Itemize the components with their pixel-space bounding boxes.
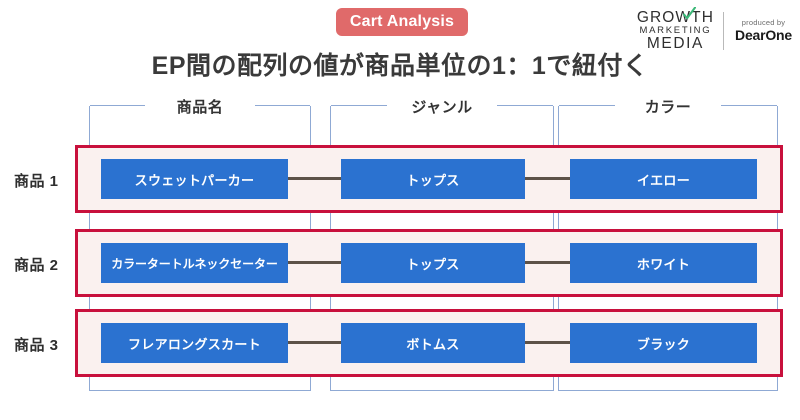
connector-row2-col1-col2 bbox=[283, 261, 346, 264]
cell-product-2-genre[interactable]: トップス bbox=[341, 243, 525, 283]
cell-product-3-name[interactable]: フレアロングスカート bbox=[101, 323, 288, 363]
connector-row3-col1-col2 bbox=[283, 341, 346, 344]
cell-product-3-color[interactable]: ブラック bbox=[570, 323, 757, 363]
logo-line-growth: GROWTH bbox=[636, 7, 715, 27]
row-label-product-1: 商品 1 bbox=[14, 173, 59, 190]
column-label-product-name: 商品名 bbox=[176, 99, 224, 116]
produced-by-label: produced by bbox=[741, 17, 786, 27]
row-label-product-3: 商品 3 bbox=[14, 337, 59, 354]
logo-block: GROWTH MARKETING MEDIA produced by DearO… bbox=[636, 7, 792, 54]
column-label-color: カラー bbox=[644, 99, 692, 116]
cell-product-2-color[interactable]: ホワイト bbox=[570, 243, 757, 283]
logo-line-growth-text: GROWTH bbox=[636, 9, 715, 27]
cell-product-1-name[interactable]: スウェットパーカー bbox=[101, 159, 288, 199]
column-label-genre: ジャンル bbox=[411, 99, 473, 116]
logo-line-media: MEDIA bbox=[646, 34, 704, 52]
page-title: EP間の配列の値が商品単位の1：1で紐付く bbox=[151, 52, 649, 80]
check-icon bbox=[682, 7, 696, 20]
connector-row1-col1-col2 bbox=[283, 177, 346, 180]
dearone-brand-label: DearOne bbox=[735, 26, 792, 43]
cell-product-2-name[interactable]: カラータートルネックセーター bbox=[101, 243, 288, 283]
logo-line-marketing: MARKETING bbox=[639, 25, 712, 37]
cell-product-1-genre[interactable]: トップス bbox=[341, 159, 525, 199]
dearone-logo: produced by DearOne bbox=[724, 18, 792, 45]
connector-row3-col2-col3 bbox=[518, 341, 574, 344]
connector-row2-col2-col3 bbox=[518, 261, 574, 264]
cart-analysis-badge: Cart Analysis bbox=[336, 8, 468, 36]
row-label-product-2: 商品 2 bbox=[14, 257, 59, 274]
cell-product-3-genre[interactable]: ボトムス bbox=[341, 323, 525, 363]
cell-product-1-color[interactable]: イエロー bbox=[570, 159, 757, 199]
logo-divider bbox=[723, 12, 725, 50]
connector-row1-col2-col3 bbox=[518, 177, 574, 180]
growth-marketing-media-logo: GROWTH MARKETING MEDIA bbox=[636, 7, 723, 52]
